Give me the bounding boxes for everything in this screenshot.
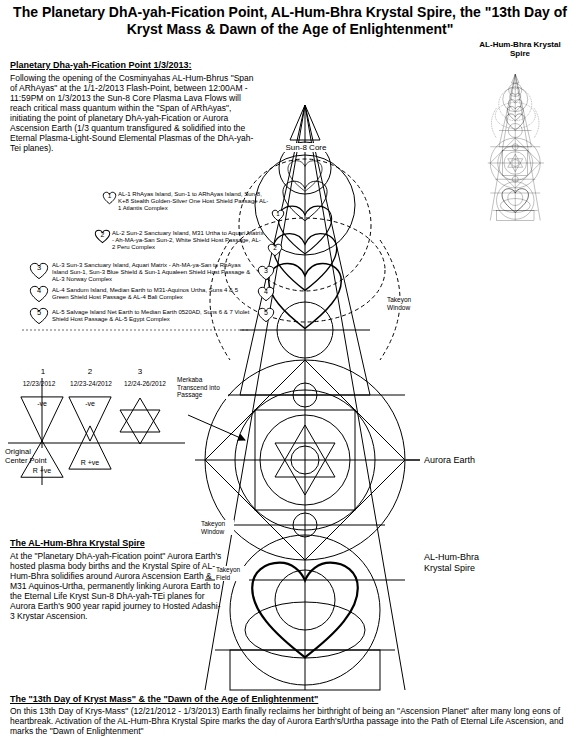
callout-number: 5 — [37, 309, 41, 317]
center-label: Original Center Point — [4, 448, 52, 466]
heart-marker: 4 — [30, 286, 48, 302]
charge-label: -ve — [37, 400, 47, 407]
charge-label: R +ve — [33, 467, 51, 474]
window-label: Takeyon Window — [386, 296, 422, 311]
charge-label: R +ve — [81, 459, 99, 466]
heart-marker: 2 — [95, 230, 110, 243]
heart-marker: 3 — [30, 263, 48, 279]
triangle-symbol: -ve — [20, 396, 64, 442]
heart-marker: 3 — [258, 266, 274, 280]
passage-note: AL-4 Sandum Island, Median Earth to M31-… — [52, 287, 254, 301]
triangle-symbol: R +ve — [68, 425, 112, 470]
callout-number: 3 — [264, 267, 268, 274]
date-label: 12/24-26/2012 — [117, 380, 173, 388]
passage-note: AL-1 RhAyas Island, Sun-1 to ARhAyas Isl… — [118, 191, 270, 212]
triangle-symbol: R +ve — [20, 440, 64, 478]
core-label: Sun-8 Core — [270, 143, 342, 152]
section-heading: The AL-Hum-Bhra Krystal Spire — [10, 538, 230, 549]
charge-label: -ve — [85, 400, 95, 407]
date-label: 12/23-24/2012 — [63, 380, 119, 388]
triangle-symbol: -ve — [68, 396, 112, 442]
heart-marker: 4 — [258, 287, 274, 301]
section-heading: The "13th Day of Kryst Mass" & the "Dawn… — [10, 694, 570, 705]
callout-number: 2 — [101, 231, 105, 238]
field-label: Takeyon Field — [215, 566, 249, 581]
callout-number: 1 — [36, 367, 50, 376]
callout-number: 4 — [37, 287, 41, 295]
earth-label: Aurora Earth — [424, 455, 504, 466]
section-heading: Planetary Dha-yah-Fication Point 1/3/201… — [10, 60, 260, 71]
spire-label: AL-Hum-Bhra Krystal Spire — [424, 552, 504, 573]
merkaba-label: Merkaba Transcend into Passage — [176, 376, 228, 399]
heart-marker: 1 — [103, 192, 116, 204]
heart-marker: 2 — [268, 244, 282, 256]
callout-number: 3 — [37, 264, 41, 272]
callout-number: 2 — [273, 245, 277, 252]
section-body: Following the opening of the Cosminyahas… — [10, 73, 260, 153]
callout-number: 4 — [264, 288, 268, 295]
callout-number: 5 — [264, 309, 268, 316]
passage-note: AL-2 Sun-2 Sanctuary Island, M31 Urtha t… — [112, 230, 264, 251]
callout-number: 3 — [133, 367, 147, 376]
heart-marker: 5 — [258, 308, 274, 322]
spire-label: AL-Hum-Bhra Krystal Spire — [470, 40, 570, 59]
callout-number: 2 — [83, 367, 97, 376]
callout-number: 1 — [276, 211, 279, 217]
passage-note: AL-3 Sun-3 Sanctuary Island, Aquari Matr… — [52, 262, 254, 283]
section-body: On this 13th Day of Krys-Mass" (12/21/20… — [10, 706, 570, 736]
callout-number: 1 — [108, 193, 112, 200]
window-label: Takeyon Window — [200, 520, 234, 535]
date-label: 12/23/2012 — [14, 380, 64, 388]
heart-marker: 5 — [30, 308, 48, 324]
passage-note: AL-5 Salvage Island Net Earth to Median … — [52, 309, 254, 323]
title: The Planetary DhA-yah-Fication Point, AL… — [5, 4, 575, 37]
heart-marker: 1 — [272, 210, 284, 221]
section-body: At the "Planetary DhA-yah-Fication point… — [10, 551, 225, 621]
